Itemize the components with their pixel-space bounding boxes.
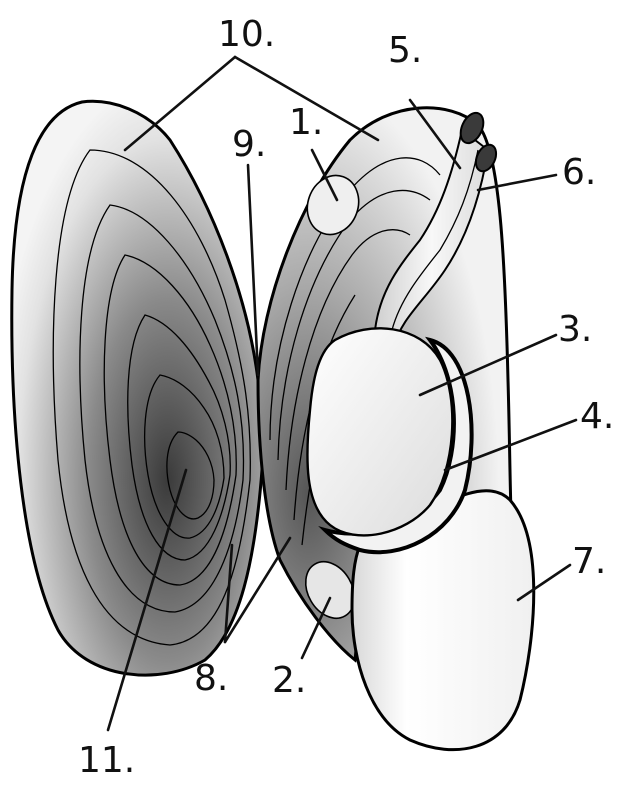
label-8: 8. xyxy=(194,658,228,699)
label-7: 7. xyxy=(572,541,606,582)
label-5: 5. xyxy=(388,30,422,71)
label-1: 1. xyxy=(289,102,323,143)
label-3: 3. xyxy=(558,309,592,350)
label-10: 10. xyxy=(218,14,275,55)
visceral-mass xyxy=(307,328,452,535)
label-2: 2. xyxy=(272,660,306,701)
left-valve xyxy=(12,101,263,675)
label-6: 6. xyxy=(562,152,596,193)
label-9: 9. xyxy=(232,124,266,165)
label-4: 4. xyxy=(580,396,614,437)
label-11: 11. xyxy=(78,740,135,781)
